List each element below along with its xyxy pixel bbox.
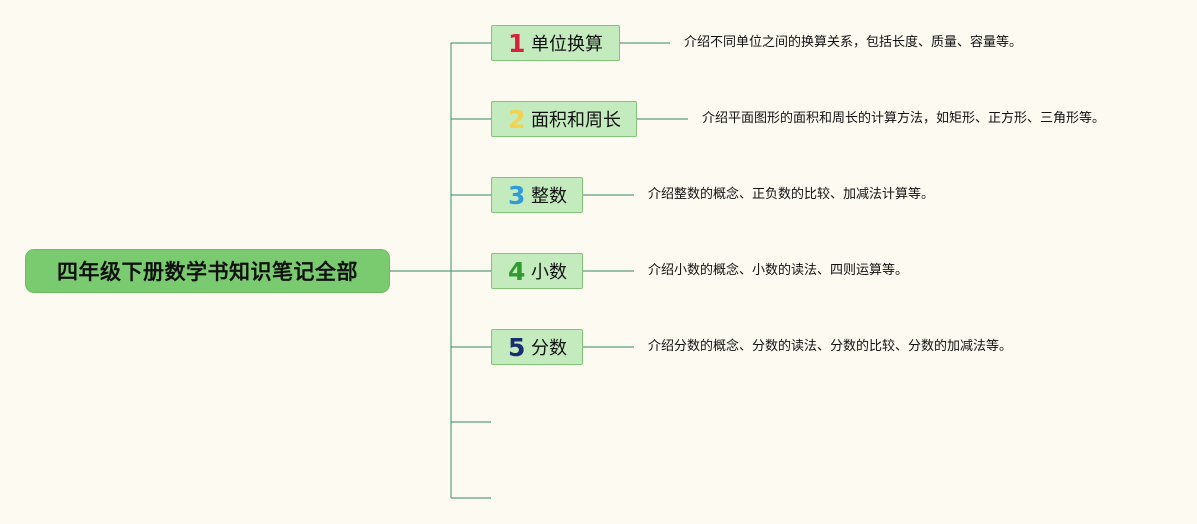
branch-integers[interactable]: 3 整数 — [491, 177, 583, 213]
number-1-icon: 1 — [508, 28, 526, 58]
branch-decimals[interactable]: 4 小数 — [491, 253, 583, 289]
root-topic[interactable]: 四年级下册数学书知识笔记全部 — [25, 249, 390, 293]
branch-label: 面积和周长 — [531, 110, 621, 131]
branch-description: 介绍不同单位之间的换算关系，包括长度、质量、容量等。 — [684, 35, 1023, 50]
branch-label: 整数 — [531, 186, 567, 207]
branch-unit-conversion[interactable]: 1 单位换算 — [491, 25, 620, 61]
branch-label: 分数 — [531, 338, 567, 359]
number-5-icon: 5 — [508, 332, 526, 362]
root-topic-title: 四年级下册数学书知识笔记全部 — [57, 260, 358, 284]
branch-area-perimeter[interactable]: 2 面积和周长 — [491, 101, 637, 137]
number-4-icon: 4 — [508, 256, 526, 286]
number-3-icon: 3 — [508, 180, 526, 210]
branch-fractions[interactable]: 5 分数 — [491, 329, 583, 365]
number-2-icon: 2 — [508, 104, 526, 134]
branch-description: 介绍整数的概念、正负数的比较、加减法计算等。 — [648, 187, 935, 202]
branch-description: 介绍分数的概念、分数的读法、分数的比较、分数的加减法等。 — [648, 339, 1013, 354]
branch-description: 介绍平面图形的面积和周长的计算方法，如矩形、正方形、三角形等。 — [702, 111, 1106, 126]
branch-label: 小数 — [531, 262, 567, 283]
branch-description: 介绍小数的概念、小数的读法、四则运算等。 — [648, 263, 909, 278]
branch-label: 单位换算 — [531, 34, 603, 55]
